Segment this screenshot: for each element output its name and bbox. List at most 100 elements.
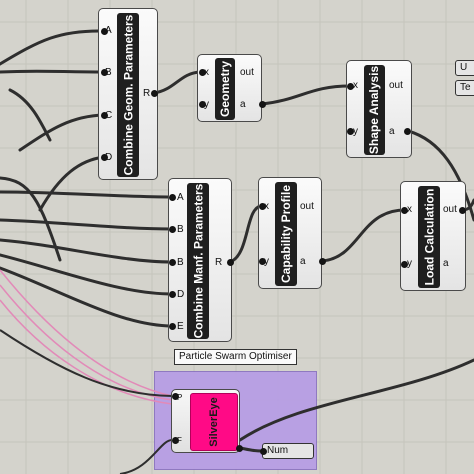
load-calculation-output-out[interactable]: out	[443, 204, 457, 215]
combine-geom-input-d[interactable]: D	[105, 152, 113, 163]
wire-left-1	[0, 176, 62, 262]
pink-wire-2	[0, 284, 173, 401]
wire-manf-to-capability	[228, 204, 264, 264]
port-dot[interactable]	[101, 69, 108, 76]
load-calculation-output-a[interactable]: a	[443, 258, 449, 269]
load-calculation-title-bar: Load Calculation	[418, 186, 440, 288]
combine-manf-input-a[interactable]: A	[177, 192, 184, 203]
geometry-output-a[interactable]: a	[240, 99, 246, 110]
combine-geom-component[interactable]: Combine Geom. Parameters A B C D R	[98, 8, 158, 180]
geometry-output-out[interactable]: out	[240, 67, 254, 78]
wire-manf-b	[0, 218, 174, 231]
combine-geom-output-r[interactable]: R	[143, 88, 151, 99]
combine-geom-input-b[interactable]: B	[105, 67, 112, 78]
port-dot[interactable]	[169, 226, 176, 233]
wire-silvereye-out-1	[238, 358, 474, 442]
port-dot[interactable]	[401, 207, 408, 214]
wire-manf-b2	[0, 238, 174, 264]
port-dot[interactable]	[172, 437, 179, 444]
geometry-title: Geometry	[218, 60, 232, 118]
combine-manf-input-b2[interactable]: B	[177, 257, 184, 268]
port-dot[interactable]	[319, 258, 326, 265]
combine-manf-input-e[interactable]: E	[177, 321, 184, 332]
wire-silvereye-f	[119, 439, 173, 474]
geometry-title-bar: Geometry	[215, 58, 235, 120]
port-dot[interactable]	[169, 259, 176, 266]
capability-profile-input-y[interactable]: y	[264, 256, 269, 267]
port-dot[interactable]	[401, 261, 408, 268]
combine-manf-output-r[interactable]: R	[215, 257, 223, 268]
port-dot[interactable]	[259, 203, 266, 210]
shape-analysis-input-x[interactable]: x	[353, 80, 358, 91]
geometry-component[interactable]: Geometry x y out a	[197, 54, 262, 122]
port-dot[interactable]	[101, 112, 108, 119]
wire-manf-a	[0, 190, 174, 199]
pink-wire-1	[0, 269, 173, 397]
wire-geom-c	[18, 113, 106, 152]
wire-geom-b	[0, 69, 106, 74]
load-calculation-title: Load Calculation	[422, 188, 436, 286]
load-calculation-component[interactable]: Load Calculation x y out a	[400, 181, 466, 291]
pink-wire-3	[0, 299, 173, 405]
capability-profile-output-a[interactable]: a	[300, 256, 306, 267]
wire-capability-to-load	[320, 208, 407, 263]
combine-manf-input-b[interactable]: B	[177, 224, 184, 235]
wire-geom-d	[38, 155, 106, 212]
port-dot[interactable]	[227, 259, 234, 266]
shape-analysis-input-y[interactable]: y	[353, 126, 358, 137]
edge-param-te[interactable]: Te	[455, 80, 474, 96]
combine-geom-title-bar: Combine Geom. Parameters	[117, 13, 139, 177]
port-dot[interactable]	[259, 258, 266, 265]
wire-left-2	[8, 88, 52, 142]
port-dot[interactable]	[169, 194, 176, 201]
capability-profile-component[interactable]: Capability Profile x y out a	[258, 177, 322, 289]
port-dot[interactable]	[236, 445, 243, 452]
capability-profile-title: Capability Profile	[279, 184, 293, 284]
port-dot[interactable]	[172, 393, 179, 400]
wire-silvereye-to-num	[238, 446, 264, 453]
port-dot[interactable]	[169, 291, 176, 298]
capability-profile-input-x[interactable]: x	[264, 201, 269, 212]
combine-geom-input-c[interactable]: C	[105, 110, 113, 121]
port-dot[interactable]	[347, 128, 354, 135]
wire-manf-e	[0, 266, 174, 328]
capability-profile-title-bar: Capability Profile	[275, 182, 297, 286]
port-dot[interactable]	[459, 207, 466, 214]
combine-manf-title: Combine Manf. Parameters	[191, 183, 205, 339]
shape-analysis-output-a[interactable]: a	[389, 126, 395, 137]
port-dot[interactable]	[347, 83, 354, 90]
shape-analysis-title: Shape Analysis	[367, 65, 382, 155]
edge-param-u[interactable]: U	[455, 60, 474, 76]
combine-geom-input-a[interactable]: A	[105, 25, 112, 36]
combine-manf-component[interactable]: Combine Manf. Parameters A B B D E R	[168, 178, 232, 342]
load-calculation-input-x[interactable]: x	[407, 204, 412, 215]
silvereye-input-f[interactable]: F	[177, 436, 182, 445]
wire-shape-out	[406, 129, 474, 222]
port-dot[interactable]	[259, 101, 266, 108]
shape-analysis-component[interactable]: Shape Analysis x y out a	[346, 60, 412, 158]
shape-analysis-title-bar: Shape Analysis	[364, 65, 385, 155]
edge-param-u-label: U	[460, 62, 468, 73]
port-dot[interactable]	[101, 28, 108, 35]
wire-silvereye-p	[0, 329, 173, 397]
shape-analysis-output-out[interactable]: out	[389, 80, 403, 91]
geometry-input-x[interactable]: x	[204, 67, 209, 78]
num-parameter[interactable]: Num	[262, 443, 314, 459]
port-dot[interactable]	[151, 90, 158, 97]
combine-manf-input-d[interactable]: D	[177, 289, 185, 300]
wire-geom-to-geometry	[152, 70, 202, 95]
silvereye-title-bar: SilverEye	[190, 393, 238, 451]
load-calculation-input-y[interactable]: y	[407, 258, 412, 269]
silvereye-input-p[interactable]: P	[177, 393, 183, 402]
port-dot[interactable]	[260, 448, 267, 455]
port-dot[interactable]	[199, 69, 206, 76]
silvereye-component[interactable]: SilverEye P F	[171, 389, 240, 453]
port-dot[interactable]	[101, 154, 108, 161]
combine-manf-title-bar: Combine Manf. Parameters	[187, 183, 209, 339]
port-dot[interactable]	[404, 128, 411, 135]
geometry-input-y[interactable]: y	[204, 99, 209, 110]
capability-profile-output-out[interactable]: out	[300, 201, 314, 212]
port-dot[interactable]	[199, 101, 206, 108]
port-dot[interactable]	[169, 323, 176, 330]
